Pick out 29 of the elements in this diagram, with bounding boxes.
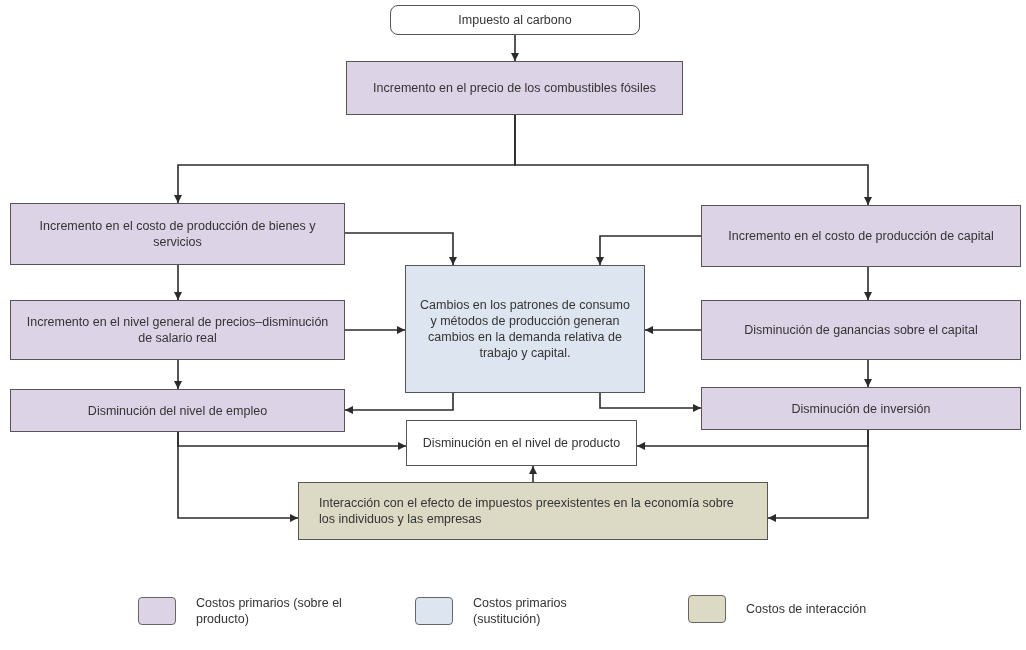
- process-box: Interacción con el efecto de impuestos preexistentes en la economía sobre los individuos y las empresas: [298, 482, 768, 540]
- arrow: [596, 235, 702, 266]
- arrow: [344, 392, 454, 414]
- process-box: Disminución del nivel de empleo: [10, 389, 345, 432]
- process-box: Incremento en el precio de los combustibles fósiles: [346, 61, 683, 115]
- process-box: Disminución de ganancias sobre el capital: [701, 300, 1021, 360]
- start-box: Impuesto al carbono: [390, 5, 640, 35]
- legend-label: Costos primarios (sobre el producto): [196, 595, 343, 627]
- arrow: [599, 392, 702, 412]
- arrow: [344, 232, 457, 266]
- arrow: [344, 326, 406, 334]
- legend-label: Costos primarios (sustitución): [473, 595, 568, 627]
- process-box: Disminución de inversión: [701, 387, 1021, 430]
- process-box: Cambios en los patrones de consumo y métodos de producción generan cambios en la demanda relativa de trabajo y capital.: [405, 265, 645, 393]
- process-box: Disminución en el nivel de producto: [406, 420, 637, 466]
- arrow: [177, 431, 299, 522]
- arrow: [644, 326, 702, 334]
- arrow: [529, 465, 537, 483]
- arrow: [514, 114, 872, 206]
- process-box: Incremento en el nivel general de precios–disminución de salario real: [10, 300, 345, 360]
- arrow: [864, 359, 872, 388]
- arrow: [174, 264, 182, 301]
- arrow: [864, 266, 872, 301]
- process-box: Incremento en el costo de producción de capital: [701, 205, 1021, 267]
- arrow: [174, 359, 182, 390]
- legend-label: Costos de interacción: [746, 601, 867, 617]
- process-box: Incremento en el costo de producción de bienes y servicios: [10, 203, 345, 265]
- arrow: [767, 429, 869, 522]
- arrow: [511, 34, 519, 62]
